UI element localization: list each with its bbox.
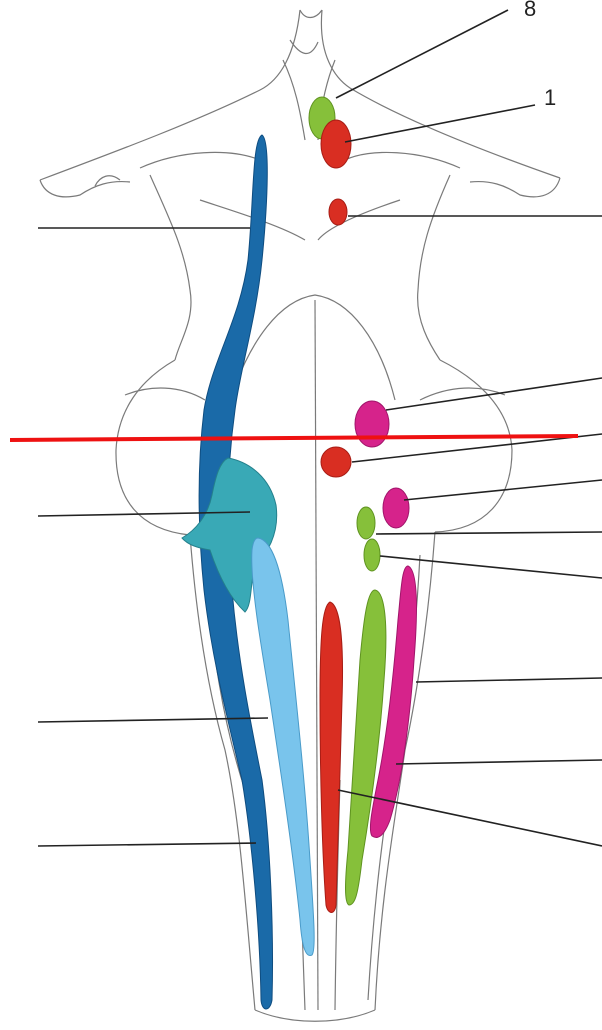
leader-right-7 xyxy=(416,678,602,682)
red-nucleus-top xyxy=(321,120,351,168)
green-nucleus-small-b xyxy=(364,539,380,571)
leader-1 xyxy=(345,105,535,142)
leader-right-2 xyxy=(386,378,602,410)
red-nucleus-small xyxy=(329,199,347,225)
leader-left-4 xyxy=(38,843,256,846)
magenta-nucleus-small xyxy=(383,488,409,528)
red-tract xyxy=(320,602,343,913)
nuclei xyxy=(182,97,416,1009)
leader-right-5 xyxy=(376,532,602,534)
red-nucleus-round xyxy=(321,447,351,477)
section-line xyxy=(10,436,578,440)
leader-right-8 xyxy=(396,760,602,764)
label-8: 8 xyxy=(524,0,536,21)
magenta-nucleus-pons xyxy=(355,401,389,447)
leader-right-4 xyxy=(404,480,602,500)
green-nucleus-small-a xyxy=(357,507,375,539)
leader-8 xyxy=(336,10,508,98)
label-1: 1 xyxy=(544,85,556,110)
